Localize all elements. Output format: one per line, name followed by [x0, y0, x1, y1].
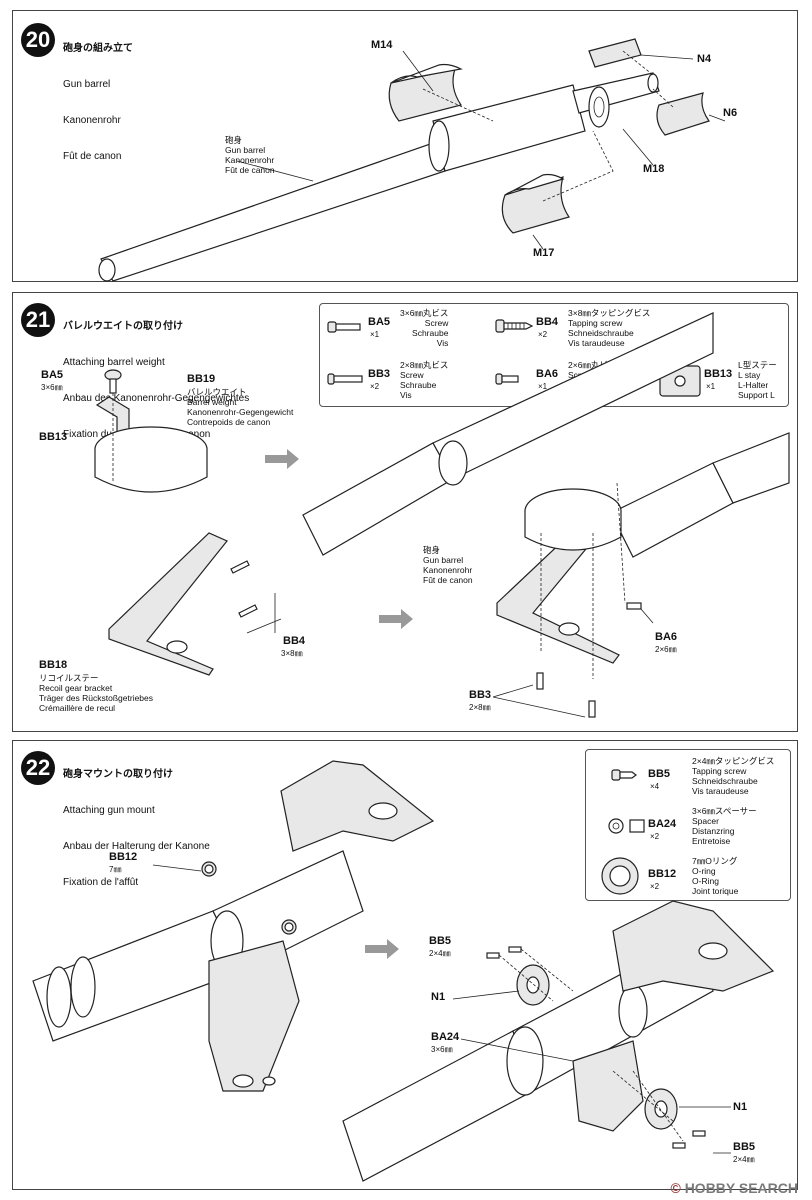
ba6-size: 2×6㎜ [655, 645, 677, 654]
part-label-n4: N4 [697, 53, 712, 65]
bb5-top-label: BB5 [429, 935, 452, 947]
screw-ba5-icon [327, 321, 361, 333]
bb12-label: BB12 [109, 851, 138, 863]
tapping-screw-bb4-icon [495, 319, 534, 333]
bb5-bottom-label: BB5 [733, 1141, 756, 1153]
legend-code-bb3: BB3 [368, 368, 391, 380]
step-20-drawing [98, 38, 726, 282]
step-20-title-de: Kanonenrohr [63, 115, 121, 126]
legend-qty-bb4: ×2 [538, 330, 548, 339]
legend-desc-bb4: 3×8㎜タッピングビス Tapping screw Schneidschraub… [568, 308, 651, 348]
bb18-label: BB18 [39, 659, 68, 671]
bb19-description: バレルウエイト Barrel weight Kanonenrohr-Gegeng… [187, 387, 294, 427]
arrow-icon [265, 449, 299, 469]
legend-qty-bb12: ×2 [650, 882, 660, 891]
ba6-label: BA6 [655, 631, 678, 643]
bb4-size: 3×8㎜ [281, 649, 303, 658]
spacer-ba24-icon [608, 818, 645, 834]
step-20-title: 砲身の組み立て Gun barrel Kanonenrohr Fût de ca… [63, 19, 133, 187]
step-22-panel: 22 砲身マウントの取り付け Attaching gun mount Anbau… [12, 740, 798, 1190]
step-22-drawing [32, 760, 775, 1182]
ba5-size: 3×6㎜ [41, 383, 63, 392]
step-20-title-fr: Fût de canon [63, 151, 122, 162]
part-label-m17: M17 [533, 247, 555, 259]
legend-qty-ba24: ×2 [650, 832, 660, 841]
bb3-size: 2×8㎜ [469, 703, 491, 712]
legend-qty-ba5: ×1 [370, 330, 380, 339]
legend-part-icons [601, 769, 645, 895]
tapping-screw-bb5-icon [611, 769, 637, 781]
bb19-label: BB19 [187, 373, 216, 385]
n1-top-label: N1 [431, 991, 446, 1003]
step-22-parts-legend: BB5 ×4 2×4㎜タッピングビス Tapping screw Schneid… [585, 749, 791, 901]
legend-desc-bb13: L型ステー L stay L-Halter Support L [738, 360, 777, 400]
ba24-size: 3×6㎜ [431, 1045, 453, 1054]
part-label-m14: M14 [371, 39, 393, 51]
legend-qty-ba6: ×1 [538, 382, 548, 391]
part-label-m18: M18 [643, 163, 665, 175]
step-20-panel: 20 砲身の組み立て Gun barrel Kanonenrohr Fût de… [12, 10, 798, 282]
bb13-label: BB13 [39, 431, 68, 443]
hobby-search-watermark: © HOBBY SEARCH [670, 1180, 798, 1196]
legend-desc-bb12: 7㎜Oリング O-ring O-Ring Joint torique [692, 856, 739, 896]
legend-qty-bb5: ×4 [650, 782, 660, 791]
bb4-label: BB4 [283, 635, 306, 647]
step-21-title-jp: バレルウエイトの取り付け [63, 321, 183, 332]
step-21-title-en: Attaching barrel weight [63, 357, 165, 368]
bb3-label: BB3 [469, 689, 492, 701]
legend-code-ba24: BA24 [648, 818, 677, 830]
legend-desc-bb5: 2×4㎜タッピングビス Tapping screw Schneidschraub… [692, 756, 775, 796]
ba5-screw-icon [104, 369, 122, 394]
legend-code-bb5: BB5 [648, 768, 671, 780]
legend-qty-bb3: ×2 [370, 382, 380, 391]
legend-code-ba5: BA5 [368, 316, 391, 328]
step-22-title-de: Anbau der Halterung der Kanone [63, 841, 210, 852]
step-21-gun-barrel-label: 砲身 Gun barrel Kanonenrohr Fût de canon [423, 545, 473, 585]
bb5-bottom-size: 2×4㎜ [733, 1155, 755, 1164]
bb12-size: 7㎜ [109, 865, 122, 874]
step-22-title-jp: 砲身マウントの取り付け [63, 769, 173, 780]
step-22-title: 砲身マウントの取り付け Attaching gun mount Anbau de… [63, 745, 210, 913]
n1-bottom-label: N1 [733, 1101, 748, 1113]
screw-ba6-icon [495, 373, 519, 385]
step-20-title-en: Gun barrel [63, 79, 111, 90]
step-21-drawing [94, 312, 790, 718]
screw-bb3-icon [327, 373, 363, 385]
legend-desc-ba24: 3×6㎜スペーサー Spacer Distanzring Entretoise [692, 806, 757, 846]
watermark-text: HOBBY SEARCH [684, 1180, 798, 1196]
legend-qty-bb13: ×1 [706, 382, 716, 391]
arrow-icon [365, 939, 399, 959]
step-21-title-de: Anbau des Kanonenrohr-Gegengewichtes [63, 393, 250, 404]
step-20-title-jp: 砲身の組み立て [63, 43, 133, 54]
bb18-description: リコイルステー Recoil gear bracket Träger des R… [39, 673, 154, 713]
step-22-number: 22 [21, 751, 55, 785]
legend-code-bb12: BB12 [648, 868, 677, 880]
part-label-n6: N6 [723, 107, 738, 119]
legend-desc-ba5: 3×6㎜丸ビス Screw Schraube Vis [400, 308, 449, 348]
ba5-label: BA5 [41, 369, 64, 381]
legend-code-bb13: BB13 [704, 368, 733, 380]
legend-code-ba6: BA6 [536, 368, 559, 380]
step-21-panel: 21 バレルウエイトの取り付け Attaching barrel weight … [12, 292, 798, 732]
legend-desc-bb3: 2×8㎜丸ビス Screw Schraube Vis [400, 360, 449, 400]
step-21-number: 21 [21, 303, 55, 337]
o-ring-bb12-icon [601, 857, 639, 895]
bb5-top-size: 2×4㎜ [429, 949, 451, 958]
ba24-label: BA24 [431, 1031, 460, 1043]
watermark-logo-icon: © [670, 1180, 681, 1196]
gun-barrel-label: 砲身 Gun barrel Kanonenrohr Fût de canon [225, 135, 275, 175]
legend-code-bb4: BB4 [536, 316, 559, 328]
step-22-title-en: Attaching gun mount [63, 805, 155, 816]
step-22-title-fr: Fixation de l'affût [63, 877, 139, 888]
step-20-number: 20 [21, 23, 55, 57]
legend-screw-icons [327, 319, 701, 397]
